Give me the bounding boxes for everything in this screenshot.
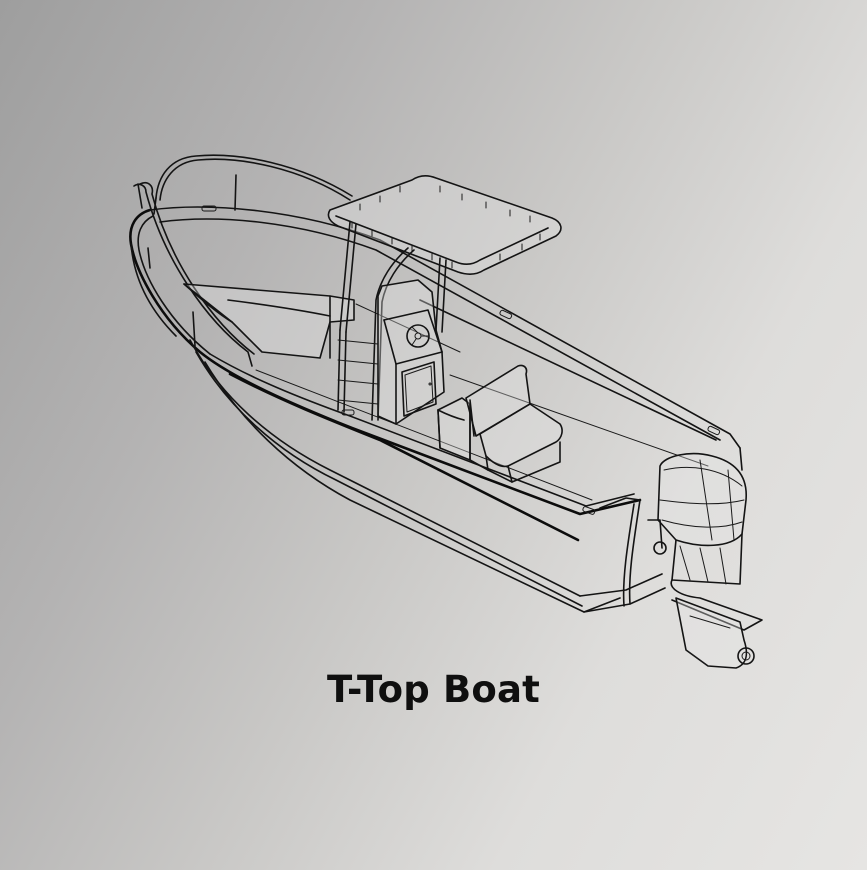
t-top-canopy [327, 175, 562, 421]
bow-seat [183, 283, 355, 359]
product-title: T-Top Boat [326, 668, 541, 711]
steering-wheel [406, 324, 430, 348]
outboard-motor [647, 452, 763, 669]
helm-seat [437, 364, 563, 483]
bow-rail [133, 154, 353, 367]
hull [129, 206, 743, 613]
cockpit-deck [255, 299, 717, 501]
cleats [201, 205, 721, 515]
center-console [377, 279, 445, 425]
console-ladder [337, 329, 379, 413]
